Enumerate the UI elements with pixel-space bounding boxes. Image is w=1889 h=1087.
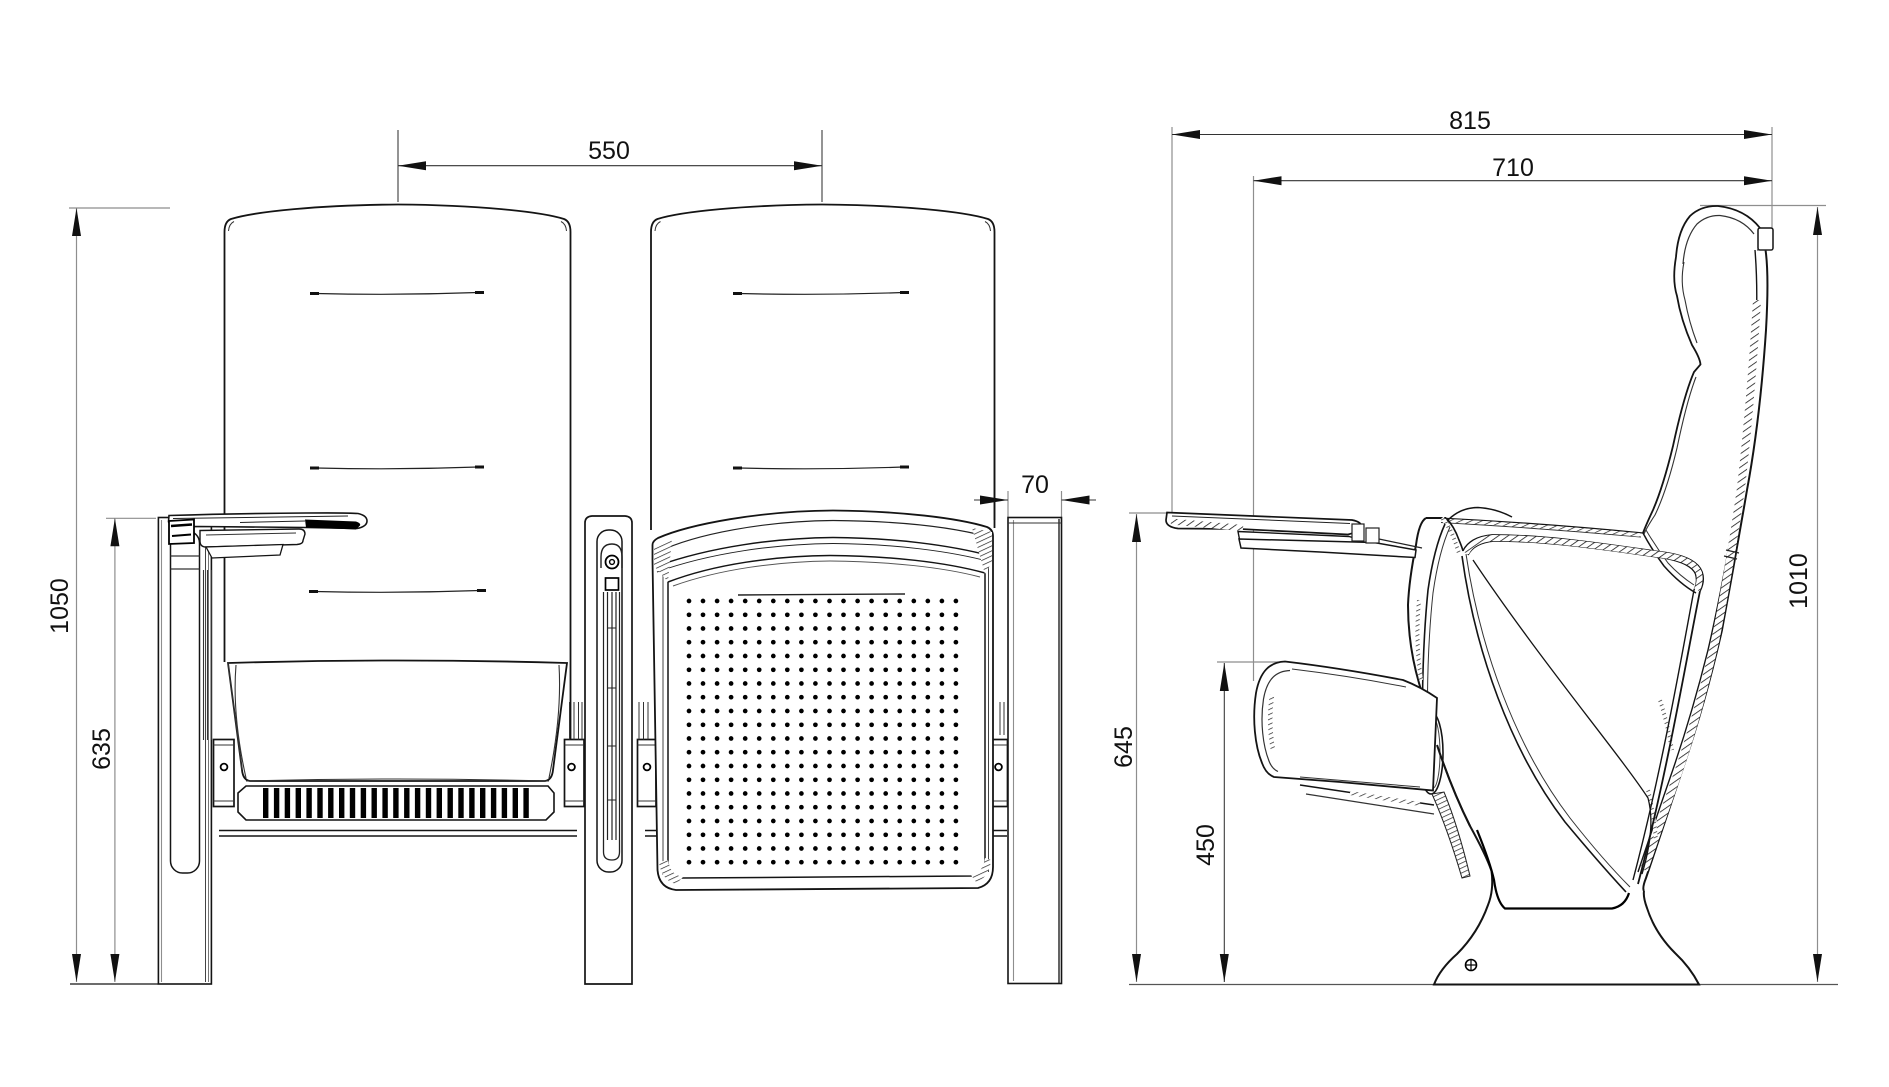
- svg-text:815: 815: [1449, 107, 1491, 135]
- svg-text:645: 645: [1110, 726, 1138, 768]
- svg-text:550: 550: [588, 137, 630, 165]
- svg-text:450: 450: [1192, 824, 1220, 866]
- svg-text:70: 70: [1021, 471, 1049, 499]
- svg-text:1010: 1010: [1785, 553, 1813, 609]
- svg-text:710: 710: [1492, 154, 1534, 182]
- svg-text:1050: 1050: [46, 578, 74, 634]
- svg-text:635: 635: [88, 728, 116, 770]
